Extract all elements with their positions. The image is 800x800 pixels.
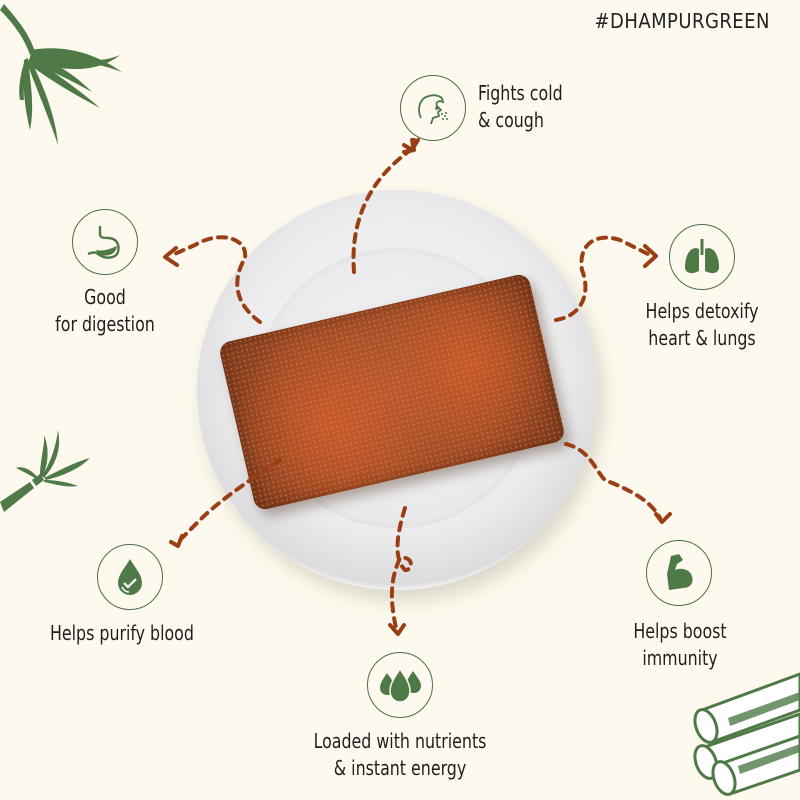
benefit-digestion-icon-circle (72, 209, 138, 275)
benefit-blood-label: Helps purify blood (50, 621, 194, 645)
benefit-detox-icon-circle (669, 224, 735, 290)
benefit-detox-label: Helps detoxify heart & lungs (645, 299, 759, 350)
arrow-to-cold (351, 150, 410, 274)
sugarcane-leaves-icon (0, 4, 122, 145)
benefit-energy-icon-circle (367, 652, 433, 718)
flexed-arm-icon (667, 554, 693, 590)
hashtag-label: #DHAMPURGREEN (594, 9, 770, 33)
benefit-blood-icon-circle (97, 544, 163, 610)
arrow-to-immunity (564, 442, 662, 520)
lungs-icon (685, 239, 719, 274)
sugarcane-sticks-icon (693, 672, 800, 796)
benefit-energy-label: Loaded with nutrients & instant energy (313, 729, 487, 780)
stomach-icon (87, 226, 120, 259)
benefit-cold-icon-circle (400, 75, 466, 141)
arrow-to-detox (554, 235, 652, 322)
arrow-to-blood (178, 458, 282, 542)
benefit-immunity-icon-circle (646, 540, 712, 606)
benefit-digestion-label: Good for digestion (55, 285, 155, 336)
benefit-immunity-label: Helps boost immunity (633, 619, 727, 670)
benefit-cold-label: Fights cold & cough (478, 81, 563, 132)
arrow-to-energy (389, 506, 413, 630)
droplets-icon (380, 667, 421, 703)
sugarcane-stalk-icon (0, 430, 90, 512)
sneeze-face-icon (418, 94, 448, 125)
arrow-to-digestion (168, 235, 262, 324)
blood-drop-check-icon (118, 559, 142, 595)
